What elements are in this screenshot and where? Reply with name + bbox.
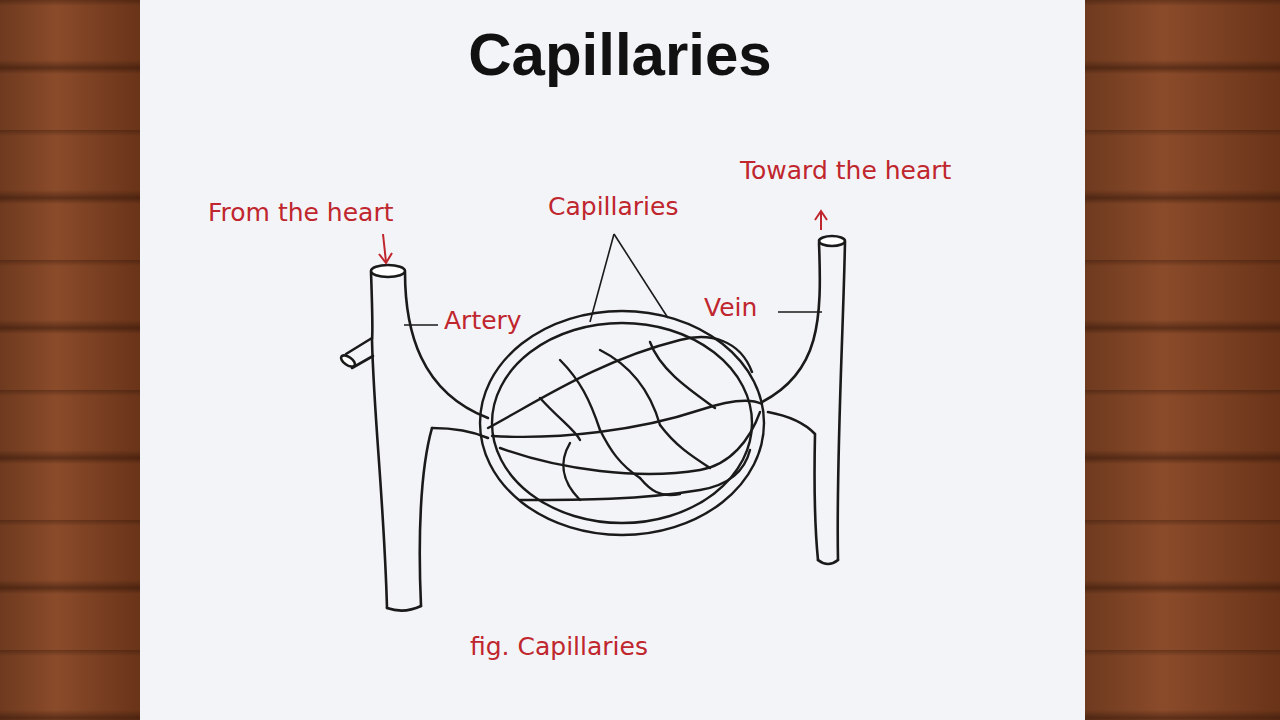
- flow-label: Toward the heart: [740, 156, 951, 185]
- drawing-stroke: [838, 242, 845, 560]
- drawing-stroke: [600, 350, 660, 425]
- wood-background: [1085, 0, 1280, 720]
- drawing-stroke: [660, 425, 710, 468]
- drawing-stroke: [540, 398, 580, 440]
- title-text: Capillaries: [468, 20, 772, 89]
- drawing-stroke: [492, 401, 762, 437]
- drawing-stroke: [560, 360, 600, 430]
- part-label: Capillaries: [548, 192, 678, 221]
- part-label: Vein: [704, 293, 757, 322]
- drawing-stroke: [640, 478, 680, 495]
- drawing-stroke: [563, 443, 580, 500]
- drawing-stroke: [819, 236, 845, 246]
- drawing-stroke: [480, 311, 764, 535]
- drawing-stroke: [371, 272, 387, 608]
- drawing-stroke: [768, 412, 818, 560]
- drawing-stroke: [815, 211, 827, 220]
- wood-background: [0, 0, 140, 720]
- vein: [762, 236, 845, 564]
- drawing-stroke: [346, 338, 372, 354]
- drawing-stroke: [405, 272, 488, 418]
- paper-sheet: [140, 0, 1085, 720]
- drawing-stroke: [820, 212, 822, 230]
- drawing-stroke: [492, 323, 752, 523]
- drawing-stroke: [420, 428, 432, 606]
- drawing-stroke: [818, 560, 838, 564]
- drawing-stroke: [500, 412, 760, 474]
- capillary-bed: [480, 311, 764, 535]
- drawing-stroke: [778, 311, 822, 313]
- drawing-stroke: [339, 353, 357, 369]
- drawing-stroke: [590, 234, 614, 322]
- drawing-stroke: [600, 430, 640, 478]
- drawing-stroke: [488, 337, 752, 428]
- drawing-stroke: [371, 265, 405, 277]
- drawing-stroke: [404, 324, 438, 326]
- drawing-stroke: [762, 243, 820, 402]
- figure-caption: fig. Capillaries: [470, 632, 648, 661]
- drawing-stroke: [387, 606, 421, 611]
- drawing-stroke: [383, 234, 386, 262]
- drawing-stroke: [379, 253, 392, 263]
- flow-label: From the heart: [208, 198, 394, 227]
- part-label: Artery: [444, 306, 522, 335]
- drawing-stroke: [650, 342, 715, 408]
- drawing-stroke: [614, 234, 668, 318]
